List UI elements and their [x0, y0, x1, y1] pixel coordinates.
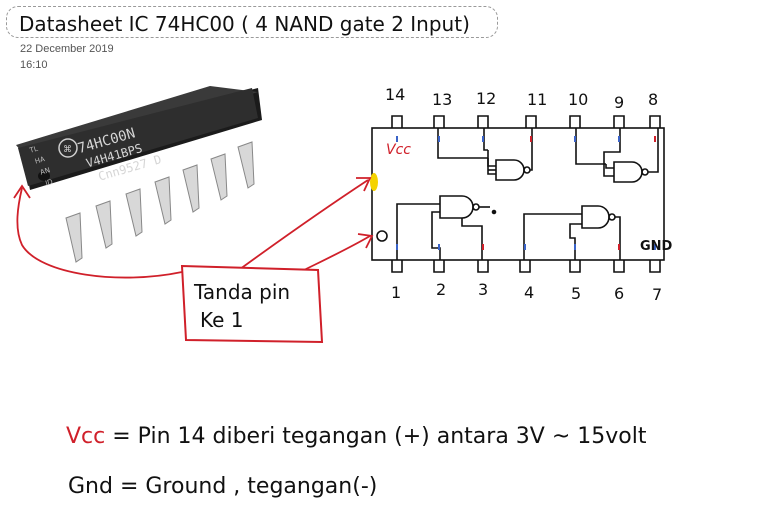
nand-gate-4: [437, 128, 533, 181]
note-date: 22 December 2019: [20, 43, 114, 55]
chip-logo-text-3: AN: [39, 166, 51, 176]
legend-gnd-term: Gnd: [68, 474, 113, 499]
annotation-line-2: Ke 1: [200, 308, 244, 332]
pin-label-14: 14: [385, 85, 406, 104]
pin-label-6: 6: [614, 284, 625, 303]
pin-label-8: 8: [648, 90, 659, 109]
pin-label-13: 13: [432, 90, 453, 109]
chip-logo-text-2: HA: [34, 155, 46, 166]
nand-gate-2: [523, 205, 621, 260]
pin-label-9: 9: [614, 93, 625, 112]
top-pin-stubs: [391, 115, 661, 128]
ic-package-outline: [371, 127, 665, 261]
annotation-line-1: Tanda pin: [194, 280, 291, 304]
pin1-highlight: [370, 173, 378, 191]
pin-label-12: 12: [476, 89, 497, 108]
annotation-box: [180, 264, 324, 344]
pin1-notch-marker: [376, 230, 388, 242]
legend-vcc-term: Vcc: [66, 424, 106, 449]
chip-logo-text-1: TL: [28, 145, 39, 155]
note-time: 16:10: [20, 59, 48, 71]
pin-color-marks: [396, 136, 656, 250]
svg-text:⌘: ⌘: [63, 145, 72, 155]
pin-label-10: 10: [568, 90, 589, 109]
chip-logo-text-4: ID: [44, 178, 53, 188]
legend-gnd-line: Gnd = Ground , tegangan(-): [68, 474, 377, 499]
pin-label-1: 1: [391, 283, 402, 302]
nand-gate-3: [575, 128, 659, 183]
pin-label-11: 11: [527, 90, 548, 109]
legend-gnd-desc: = Ground , tegangan(-): [112, 474, 378, 499]
pin-label-5: 5: [571, 284, 582, 303]
legend-vcc-line: Vcc = Pin 14 diberi tegangan (+) antara …: [66, 424, 646, 449]
ic-pinout-diagram: [371, 115, 665, 273]
legend-vcc-desc: = Pin 14 diberi tegangan (+) antara 3V ~…: [105, 424, 647, 449]
pin-label-7: 7: [652, 285, 663, 304]
diagram-vcc-label: Vcc: [386, 142, 411, 158]
diagram-gnd-label: GND: [640, 239, 673, 254]
pin-label-3: 3: [478, 280, 489, 299]
pin-label-2: 2: [436, 280, 447, 299]
pin-label-4: 4: [524, 283, 535, 302]
chip-photo: ⌘ TL HA AN ID 74HC00N V4H41BPS Cnn9527 D: [16, 86, 262, 263]
note-title: Datasheet IC 74HC00 ( 4 NAND gate 2 Inpu…: [19, 12, 470, 36]
bottom-pin-stubs: [391, 260, 661, 273]
nand-gate-1: [396, 195, 497, 260]
note-title-box: Datasheet IC 74HC00 ( 4 NAND gate 2 Inpu…: [6, 6, 498, 38]
